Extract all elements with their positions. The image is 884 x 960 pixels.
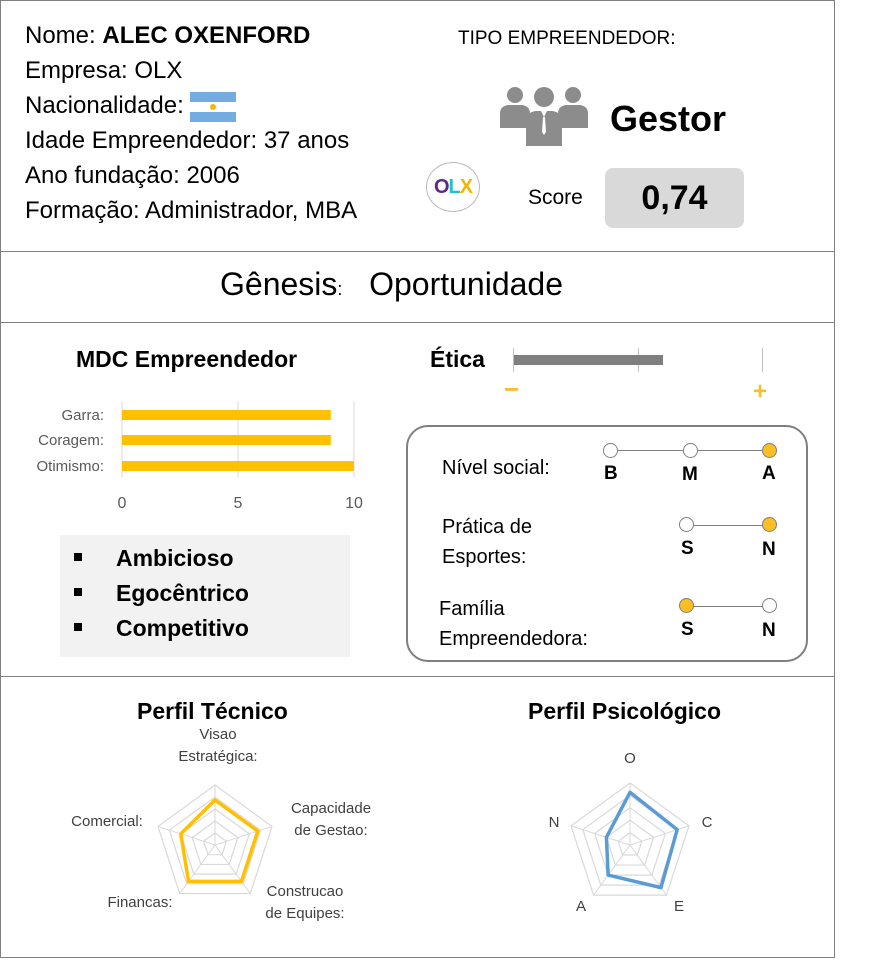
familia-label-2: Empreendedora:: [439, 628, 588, 650]
card-frame: [0, 0, 835, 958]
familia-label: Família: [439, 598, 505, 620]
radar-grid: [570, 782, 690, 896]
minus-icon: −: [504, 374, 520, 404]
perfil-psicologico-title: Perfil Psicológico: [528, 698, 721, 724]
option-m-label: M: [682, 464, 698, 485]
social-panel: [406, 425, 808, 662]
option-m-radio[interactable]: [683, 443, 698, 458]
plus-icon: +: [753, 378, 768, 405]
radar-grid: [191, 820, 239, 866]
esportes-label-2: Esportes:: [442, 546, 527, 568]
esportes-n-radio[interactable]: [762, 517, 777, 532]
radar-axis-label: Financas:: [107, 894, 172, 911]
radar-grid: [157, 784, 273, 895]
radar-axis-label: C: [702, 814, 713, 831]
familia-s-radio[interactable]: [679, 598, 694, 613]
category-label: Garra:: [61, 407, 104, 424]
radar-spoke: [629, 825, 690, 846]
name-line: Nome: ALEC OXENFORD: [25, 18, 310, 53]
radar-axis-label: N: [549, 814, 560, 831]
founded-line: Ano fundação: 2006: [25, 162, 240, 189]
type-value: Gestor: [610, 98, 727, 139]
radar-grid: [593, 807, 667, 876]
name-value: ALEC OXENFORD: [102, 22, 311, 49]
trait-item: Competitivo: [74, 615, 249, 642]
radar-spoke: [593, 844, 631, 896]
radar-axis-label: O: [624, 750, 636, 767]
esportes-n-label: N: [762, 539, 776, 560]
radar-grid: [617, 831, 643, 856]
radar-series: [604, 790, 679, 890]
genesis-value: Oportunidade: [369, 266, 563, 302]
familia-s-label: S: [681, 619, 694, 640]
tick-label: 0: [118, 495, 127, 512]
etica-level-bar: [514, 355, 663, 365]
bar: [122, 435, 331, 445]
esportes-label: Prática de: [442, 516, 533, 538]
category-label: Coragem:: [38, 432, 104, 449]
option-b-label: B: [604, 463, 618, 484]
divider: [0, 322, 835, 323]
etica-axis-end: [762, 348, 763, 372]
esportes-s-label: S: [681, 538, 694, 559]
radar-spoke: [570, 825, 631, 846]
option-a-label: A: [762, 463, 776, 484]
radar-spoke: [214, 844, 251, 894]
tick-label: 5: [234, 495, 243, 512]
familia-n-radio[interactable]: [762, 598, 777, 613]
esportes-s-radio[interactable]: [679, 517, 694, 532]
mdc-title: MDC Empreendedor: [76, 346, 298, 372]
radar-grid: [202, 832, 228, 856]
option-b-radio[interactable]: [603, 443, 618, 458]
nivel-social-label: Nível social:: [442, 457, 550, 479]
divider: [0, 676, 835, 677]
radar-grid: [605, 819, 655, 866]
category-label: Otimismo:: [37, 458, 105, 475]
radar-axis-label: A: [576, 898, 586, 915]
mdc-bar-chart: Garra: Coragem: Otimismo: 0 5 10: [37, 401, 363, 512]
perfil-psicologico-radar: O C E A N: [549, 750, 713, 915]
radar-spoke: [179, 844, 216, 894]
type-heading: TIPO EMPREENDEDOR:: [458, 28, 676, 49]
nationality-line: Nacionalidade:: [25, 88, 237, 123]
etica-title: Ética: [430, 346, 485, 372]
trait-item: Ambicioso: [74, 545, 234, 572]
bar: [122, 461, 354, 471]
genesis-line: Gênesis: Oportunidade: [220, 266, 563, 302]
name-label: Nome:: [25, 22, 96, 49]
trait-item: Egocêntrico: [74, 580, 249, 607]
bar: [122, 410, 331, 420]
team-icon: [500, 87, 588, 146]
education-line: Formação: Administrador, MBA: [25, 197, 358, 224]
traits-list: Ambicioso Egocêntrico Competitivo: [60, 535, 350, 657]
score-label: Score: [528, 186, 583, 209]
option-a-radio[interactable]: [762, 443, 777, 458]
nationality-label: Nacionalidade:: [25, 92, 184, 119]
radar-spoke: [214, 825, 273, 846]
radar-grid: [168, 796, 262, 885]
score-value: 0,74: [605, 168, 744, 228]
radar-series: [179, 798, 260, 884]
familia-n-label: N: [762, 620, 776, 641]
age-line: Idade Empreendedor: 37 anos: [25, 127, 350, 154]
tick-label: 10: [345, 495, 363, 512]
perfil-tecnico-title: Perfil Técnico: [137, 698, 288, 724]
olx-logo: OLX: [426, 162, 480, 212]
radar-axis-label: Comercial:: [71, 813, 143, 830]
radar-spoke: [157, 825, 216, 846]
genesis-label: Gênesis: [220, 266, 338, 302]
company-line: Empresa: OLX: [25, 57, 183, 84]
divider: [0, 251, 835, 252]
radar-axis-label: E: [674, 898, 684, 915]
etica-axis-start: [513, 348, 514, 372]
argentina-flag-icon: [190, 91, 237, 122]
